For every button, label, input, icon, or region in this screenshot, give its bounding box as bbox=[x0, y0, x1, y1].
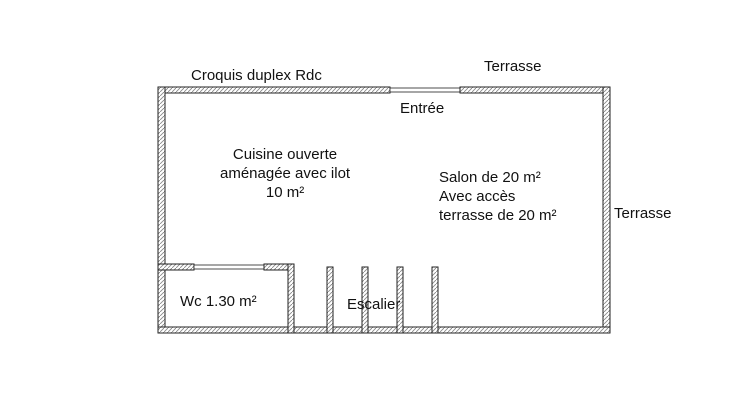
plan-title: Croquis duplex Rdc bbox=[191, 67, 322, 84]
wall-top-right bbox=[459, 86, 611, 94]
stair-wall-2 bbox=[361, 266, 369, 334]
entrance-label: Entrée bbox=[400, 100, 445, 117]
terrace-label-right: Terrasse bbox=[614, 205, 672, 222]
terrace-label-top: Terrasse bbox=[484, 58, 542, 75]
wc-wall-top-left bbox=[157, 263, 195, 271]
wall-left bbox=[157, 86, 166, 334]
wc-door-opening bbox=[193, 264, 265, 270]
wc-wall-right bbox=[287, 263, 295, 334]
stair-wall-3 bbox=[396, 266, 404, 334]
stair-wall-1 bbox=[326, 266, 334, 334]
stairs-label: Escalier bbox=[347, 296, 401, 313]
wall-right bbox=[602, 86, 611, 334]
living-room-label: Salon de 20 m² Avec accès terrasse de 20… bbox=[439, 169, 557, 224]
kitchen-label: Cuisine ouverte aménagée avec ilot 10 m² bbox=[220, 146, 351, 201]
wc-label: Wc 1.30 m² bbox=[180, 293, 257, 310]
entrance-opening bbox=[389, 87, 461, 93]
stair-wall-4 bbox=[431, 266, 439, 334]
wall-top-left bbox=[157, 86, 391, 94]
wall-bottom bbox=[157, 326, 611, 334]
